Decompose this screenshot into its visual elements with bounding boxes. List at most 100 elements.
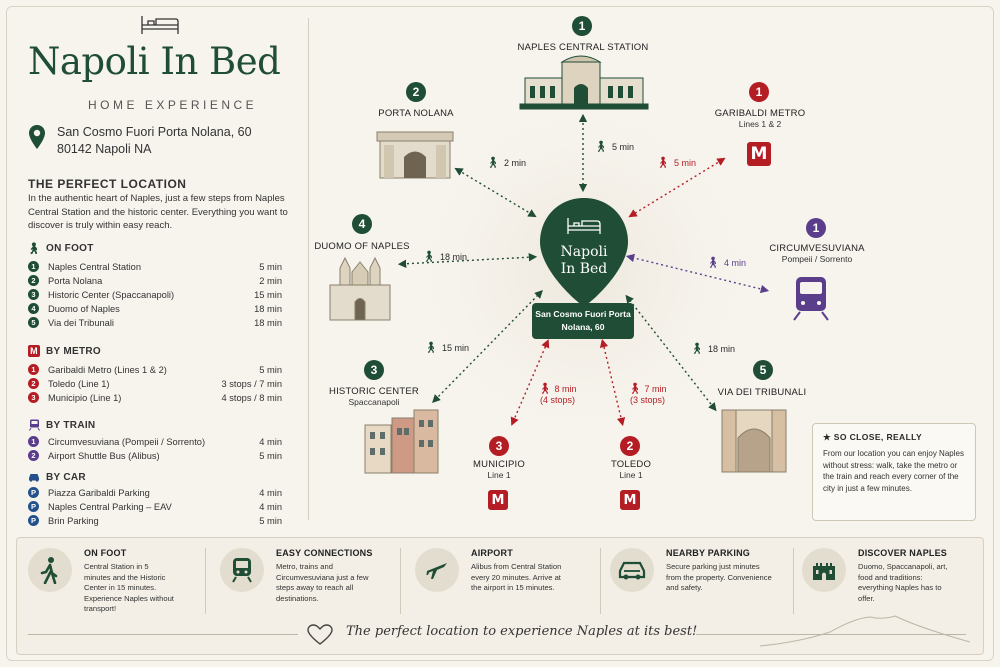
marker-duomo: 4 [352,214,372,234]
walking-icon: 🚶︎ [422,251,436,263]
route-municipio [510,339,550,426]
heart-icon [307,624,333,645]
time-porta-nolana: 🚶︎2 min [486,157,526,169]
route-duomo [397,253,538,268]
porta-nolana-illustration [376,131,454,179]
car-icon [610,548,654,592]
route-circum [625,253,770,294]
walking-icon: 🚶︎ [690,343,704,355]
marker-garibaldi-metro: 1 [749,82,769,102]
time-via-tribunali: 🚶︎18 min [690,343,735,355]
marker-municipio: 3 [489,436,509,456]
time-historic-center: 🚶︎15 min [424,342,469,354]
footer-rule-right [696,634,966,635]
marker-toledo: 2 [620,436,640,456]
brand-logo: Napoli In Bed [28,40,281,83]
star-icon: ★ [823,432,832,442]
train-icon [28,419,40,431]
marker-central-station: 1 [572,16,592,36]
label-duomo: DUOMO OF NAPLES [314,241,410,252]
walking-icon: 🚶︎ [706,257,720,269]
airplane-icon [415,548,459,592]
marker-circumvesuviana: 1 [806,218,826,238]
time-toledo: 🚶︎ 7 min (3 stops) [628,383,667,405]
marker-via-tribunali: 5 [753,360,773,380]
feature-divider [400,548,401,614]
walking-icon: 🚶︎ [486,157,500,169]
location-pin-icon [29,125,45,149]
feature-divider [205,548,206,614]
time-municipio: 🚶︎ 8 min (4 stops) [538,383,577,405]
page-frame [6,6,994,661]
footer-tagline: The perfect location to experience Naple… [346,624,698,639]
center-address: San Cosmo Fuori Porta Nolana, 60 [532,303,634,339]
time-central-station: 🚶︎5 min [594,141,634,153]
walking-icon: 🚶︎ [594,141,608,153]
marker-historic-center: 3 [364,360,384,380]
walking-icon: 🚶︎ [26,242,42,255]
map-connectors [329,55,829,474]
bed-icon [141,16,179,34]
time-circumvesuviana: 🚶︎4 min [706,257,746,269]
car-icon [28,471,40,483]
so-close-heading: ★ SO CLOSE, REALLY [823,432,923,442]
perfect-location-text: In the authentic heart of Naples, just a… [28,193,288,231]
panel-divider [308,18,309,520]
time-garibaldi-metro: 🚶︎5 min [656,157,696,169]
by-car-heading: BY CAR [28,471,86,483]
metro-m-icon: M [747,142,771,166]
central-station-illustration [519,55,649,110]
historic-center-illustration [364,409,439,474]
walking-icon: 🚶︎ [628,383,642,395]
circumvesuviana-train-illustration [793,277,829,321]
time-duomo: 🚶︎18 min [422,251,467,263]
label-via-tribunali: VIA DEI TRIBUNALI [717,387,807,398]
via-tribunali-illustration [721,409,787,473]
on-foot-heading: 🚶︎ ON FOOT [26,242,94,255]
so-close-text: From our location you can enjoy Naples w… [823,449,964,493]
footer-rule-left [28,634,298,635]
by-metro-heading: M BY METRO [28,345,101,357]
walking-icon: 🚶︎ [424,342,438,354]
address: San Cosmo Fuori Porta Nolana, 60 80142 N… [57,125,252,156]
walking-icon [28,548,72,592]
center-location-pin [540,198,628,306]
route-toledo [599,338,626,427]
center-name: Napoli In Bed [560,244,608,277]
metro-icon: M [28,345,40,357]
route-tribunali [625,294,717,412]
vesuvius-sketch-icon [760,615,970,647]
marker-porta-nolana: 2 [406,82,426,102]
train-icon [220,548,264,592]
metro-m-icon: M [488,490,508,510]
by-train-heading: BY TRAIN [28,419,95,431]
walking-icon: 🚶︎ [538,383,552,395]
label-porta-nolana: PORTA NOLANA [378,108,454,119]
castle-icon [802,548,846,592]
perfect-location-heading: THE PERFECT LOCATION [28,177,187,191]
so-close-box: ★ SO CLOSE, REALLY From our location you… [812,423,976,521]
brand-tagline: HOME EXPERIENCE [88,98,258,112]
location-map: Napoli In Bed San Cosmo Fuori Porta Nola… [314,16,976,521]
feature-divider [793,548,794,614]
